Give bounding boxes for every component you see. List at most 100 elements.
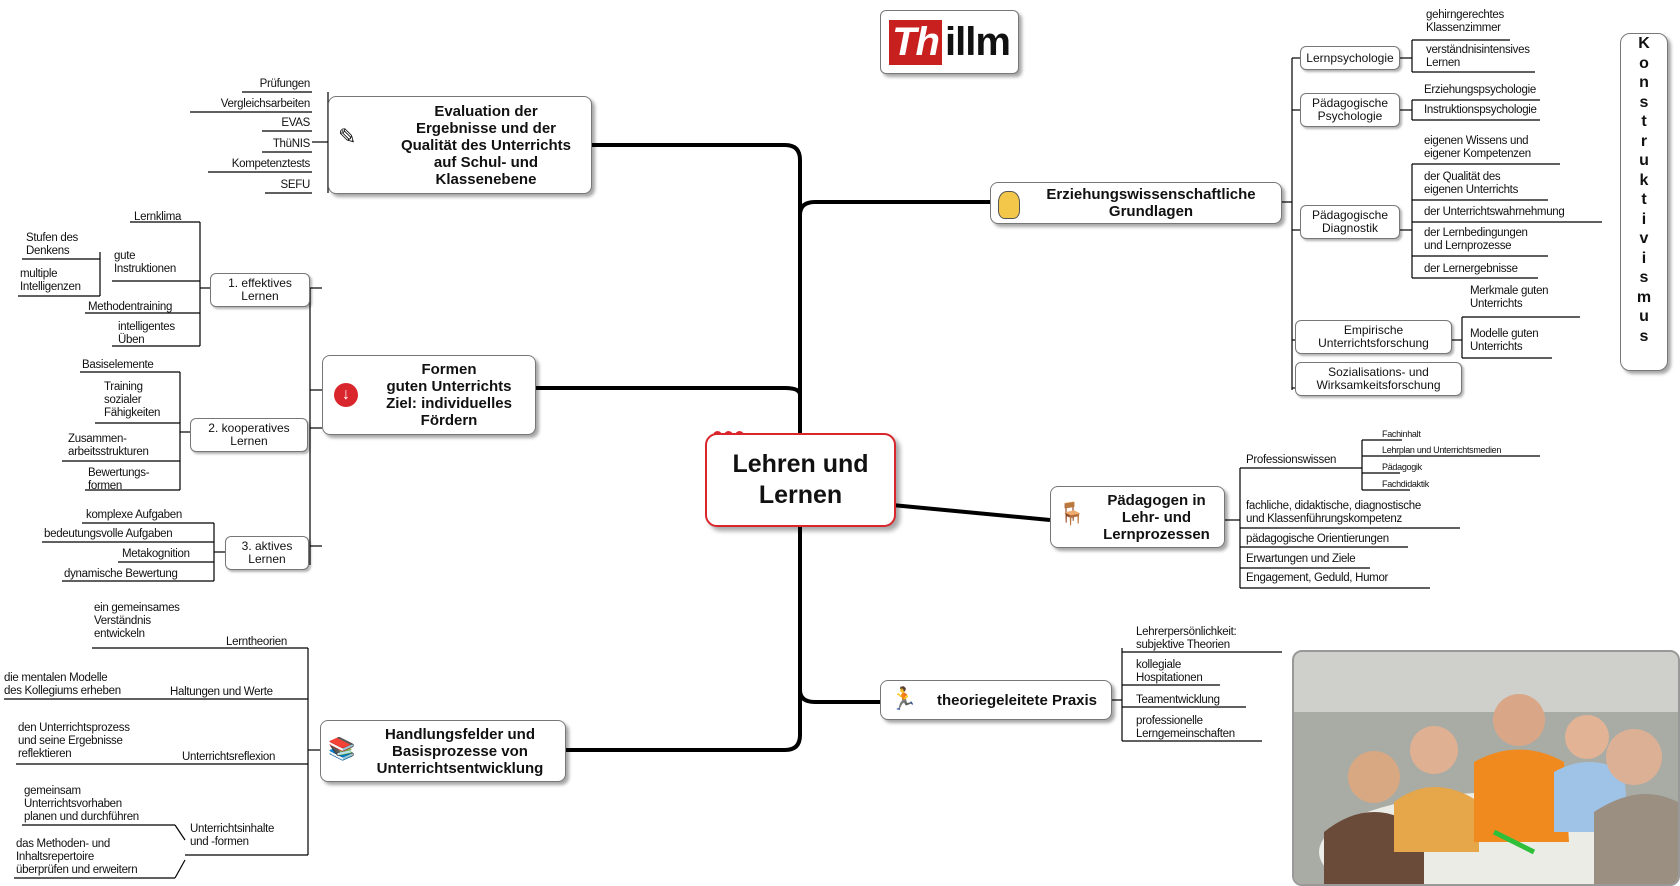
aktiv-leaf: bedeutungsvolle Aufgaben (44, 528, 173, 540)
node-praxis-title: theoriegeleitete Praxis (936, 691, 1098, 709)
koop-leaf: Basiselemente (82, 359, 154, 371)
evaluation-leaf: EVAS (281, 117, 310, 129)
logo-prefix: Th (889, 19, 942, 65)
node-praxis[interactable]: theoriegeleitete Praxis (880, 680, 1112, 720)
erziehung-leaf: Merkmale guten Unterrichts (1470, 285, 1549, 310)
photo-illustration (1294, 652, 1678, 884)
erziehung-leaf: Instruktionspsychologie (1424, 104, 1537, 116)
erziehung-sub[interactable]: Sozialisations- und Wirksamkeitsforschun… (1295, 362, 1462, 396)
vertical-letter: K (1638, 35, 1650, 52)
erziehung-leaf: verständnisintensives Lernen (1426, 44, 1530, 69)
handlung-subleaf: die mentalen Modelle des Kollegiums erhe… (4, 672, 121, 697)
lern-leaf: Methodentraining (88, 301, 173, 313)
paedagogen-leaf: Erwartungen und Ziele (1246, 553, 1356, 565)
logo-rest: illm (944, 19, 1011, 64)
sub-label: 1. effektives Lernen (228, 276, 292, 303)
classroom-photo (1292, 650, 1680, 886)
vertical-letter: t (1641, 113, 1647, 130)
erziehung-leaf: der Lernergebnisse (1424, 263, 1518, 275)
praxis-leaf: Teamentwicklung (1136, 694, 1220, 706)
node-formen-title: Formen guten Unterrichts Ziel: individue… (386, 361, 512, 429)
center-node[interactable]: Lehren und Lernen (705, 433, 896, 527)
paedagogen-subleaf: Fachdidaktik (1382, 479, 1429, 489)
erziehung-leaf: gehirngerechtes Klassenzimmer (1426, 9, 1504, 34)
erziehung-sub[interactable]: Empirische Unterrichtsforschung (1295, 320, 1452, 354)
handlung-leaf: Unterrichtsreflexion (182, 751, 276, 763)
lern-leaf: gute Instruktionen (114, 250, 176, 275)
evaluation-leaf: SEFU (280, 179, 311, 191)
desk-icon: 🪑 (1058, 501, 1086, 526)
node-erziehung-title: Erziehungswissenschaftliche Grundlagen (1046, 186, 1256, 220)
evaluation-leaf: Prüfungen (259, 78, 311, 90)
paedagogen-subleaf: Fachinhalt (1382, 429, 1421, 439)
handlung-leaf: Haltungen und Werte (170, 686, 273, 698)
handlung-leaf: Unterrichtsinhalte und -formen (190, 823, 275, 848)
vertical-letter: t (1641, 191, 1647, 208)
paedagogen-subleaf: Pädagogik (1382, 462, 1422, 472)
paedagogen-subleaf: Lehrplan und Unterrichtsmedien (1382, 445, 1502, 455)
node-erziehungswissenschaft[interactable]: Erziehungswissenschaftliche Grundlagen (990, 182, 1282, 224)
handlung-leaf: Lerntheorien (226, 636, 287, 648)
paedagogen-leaf: Engagement, Geduld, Humor (1246, 572, 1389, 584)
erziehung-leaf: Erziehungspsychologie (1424, 84, 1536, 96)
down-arrow-circle-icon: ↓ (334, 383, 358, 407)
vertical-letter: o (1639, 54, 1649, 72)
erziehung-leaf: der Lernbedingungen und Lernprozesse (1424, 227, 1528, 252)
erziehung-leaf: der Unterrichtswahrnehmung (1424, 206, 1565, 218)
evaluation-leaf: Vergleichsarbeiten (220, 98, 311, 110)
praxis-leaf: Lehrerpersönlichkeit: subjektive Theorie… (1136, 626, 1237, 651)
erziehung-sub[interactable]: Pädagogische Diagnostik (1300, 205, 1400, 239)
erziehung-sub[interactable]: Pädagogische Psychologie (1300, 93, 1400, 127)
node-evaluation[interactable]: Evaluation der Ergebnisse und der Qualit… (328, 96, 592, 194)
erziehung-sub[interactable]: Lernpsychologie (1300, 46, 1400, 70)
erziehung-leaf: eigenen Wissens und eigener Kompetenzen (1424, 135, 1531, 160)
pencil-notepad-icon: ✎ (338, 124, 357, 149)
erziehung-leaf: der Qualität des eigenen Unterrichts (1424, 171, 1519, 196)
node-aktives-lernen[interactable]: 3. aktives Lernen (225, 536, 309, 570)
vertical-letter: r (1640, 132, 1648, 150)
lern-leaf: Lernklima (134, 211, 182, 223)
koop-leaf: Zusammen- arbeitsstrukturen (68, 433, 149, 458)
vertical-letter: m (1636, 288, 1652, 306)
books-icon: 📚 (328, 736, 356, 761)
vertical-letter: s (1639, 269, 1649, 286)
node-handlungsfelder[interactable]: Handlungsfelder und Basisprozesse von Un… (320, 720, 566, 782)
vertical-letter: i (1641, 249, 1647, 267)
person-icon (998, 191, 1020, 219)
vertical-letter: i (1641, 210, 1647, 228)
handlung-subleaf: das Methoden- und Inhaltsrepertoire über… (16, 838, 138, 876)
vertical-letter: s (1639, 93, 1649, 111)
koop-leaf: Bewertungs- formen (88, 467, 150, 492)
erziehung-leaf: Modelle guten Unterrichts (1470, 328, 1539, 353)
vertical-letter: n (1639, 74, 1649, 91)
node-paedagogen-title: Pädagogen in Lehr- und Lernprozessen (1103, 491, 1210, 543)
handlung-subleaf: gemeinsam Unterrichtsvorhaben planen und… (24, 785, 139, 823)
vertical-letter: s (1639, 327, 1649, 345)
praxis-leaf: kollegiale Hospitationen (1136, 659, 1203, 684)
vertical-letter: u (1639, 152, 1649, 169)
lern-subleaf: multiple Intelligenzen (20, 268, 81, 293)
vertical-letter: u (1639, 308, 1649, 325)
aktiv-leaf: dynamische Bewertung (64, 568, 178, 580)
evaluation-leaf: ThüNIS (272, 138, 310, 150)
vertical-letter: v (1639, 230, 1649, 247)
handlung-subleaf: ein gemeinsames Verständnis entwickeln (94, 602, 180, 640)
node-kooperatives-lernen[interactable]: 2. kooperatives Lernen (190, 418, 308, 452)
figure-icon: 🏃 (890, 686, 918, 711)
paedagogen-leaf: fachliche, didaktische, diagnostische un… (1246, 500, 1421, 525)
vertical-letter: k (1639, 171, 1649, 189)
evaluation-leaf: Kompetenztests (231, 158, 311, 170)
aktiv-leaf: komplexe Aufgaben (86, 509, 182, 521)
node-handlung-title: Handlungsfelder und Basisprozesse von Un… (376, 725, 544, 777)
paedagogen-leaf: Professionswissen (1246, 454, 1337, 466)
node-evaluation-title: Evaluation der Ergebnisse und der Qualit… (400, 102, 572, 188)
handlung-subleaf: den Unterrichtsprozess und seine Ergebni… (18, 722, 130, 760)
praxis-leaf: professionelle Lerngemeinschaften (1136, 715, 1235, 740)
sub-label: 2. kooperatives Lernen (208, 421, 290, 448)
node-paedagogen[interactable]: Pädagogen in Lehr- und Lernprozessen (1050, 486, 1225, 548)
node-effektives-lernen[interactable]: 1. effektives Lernen (210, 273, 310, 307)
aktiv-leaf: Metakognition (122, 548, 190, 560)
